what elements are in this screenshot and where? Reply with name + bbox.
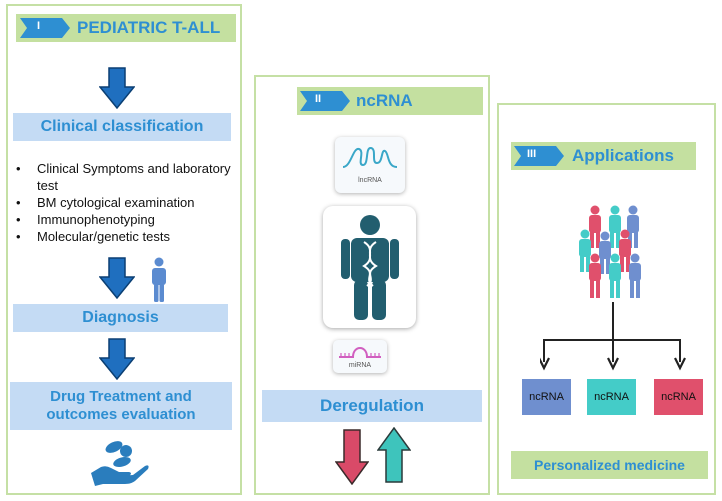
section-ii-tag (300, 91, 350, 111)
ncrna-box-blue: ncRNA (522, 379, 571, 415)
bullet-immunophenotyping: Immunophenotyping (12, 211, 237, 228)
deregulation-box: Deregulation (262, 390, 482, 422)
drug-treatment-box: Drug Treatment and outcomes evaluation (10, 382, 232, 430)
down-arrow-red-icon (335, 429, 369, 485)
people-group-icon (579, 205, 641, 298)
section-ii-tag-label: II (315, 93, 322, 105)
bullet-bm-cytological: BM cytological examination (12, 194, 237, 211)
down-arrow-2-icon (99, 257, 135, 299)
mirna-card: miRNA (333, 340, 387, 373)
lncrna-card: lncRNA (335, 137, 405, 193)
applications-title: Applications (572, 146, 675, 165)
clinical-bullet-list: Clinical Symptoms and laboratory test BM… (12, 160, 237, 245)
lncrna-label: lncRNA (358, 177, 382, 184)
bullet-clinical-symptoms: Clinical Symptoms and laboratory test (12, 160, 237, 194)
down-arrow-3-icon (99, 338, 135, 380)
section-i-tag-label: I (37, 20, 41, 32)
ncrna-box-teal: ncRNA (587, 379, 636, 415)
ncrna-box-red: ncRNA (654, 379, 703, 415)
diagnosis-box: Diagnosis (13, 304, 228, 332)
ncrna-title: ncRNA (356, 91, 413, 110)
human-dna-card (323, 206, 416, 328)
section-iii-tag-label: III (527, 148, 537, 160)
personalized-medicine-banner: Personalized medicine (511, 451, 708, 479)
hand-pills-icon (91, 441, 149, 486)
human-dna-icon (341, 215, 399, 320)
up-arrow-teal-icon (377, 427, 411, 483)
section-iii-tag (514, 146, 564, 166)
clinical-classification-box: Clinical classification (13, 113, 231, 141)
drug-treatment-line2: outcomes evaluation (46, 406, 196, 423)
down-arrow-1-icon (99, 67, 135, 109)
lncrna-strand-icon (342, 147, 398, 168)
mirna-hairpin-icon (339, 347, 381, 358)
mirna-label: miRNA (348, 362, 372, 369)
patient-person-icon (152, 257, 166, 302)
section-i-tag (20, 18, 70, 38)
drug-treatment-line1: Drug Treatment and (50, 388, 192, 405)
tree-connector-arrows (540, 302, 686, 371)
pediatric-t-all-title: PEDIATRIC T-ALL (77, 18, 221, 37)
bullet-molecular-genetic: Molecular/genetic tests (12, 228, 237, 245)
